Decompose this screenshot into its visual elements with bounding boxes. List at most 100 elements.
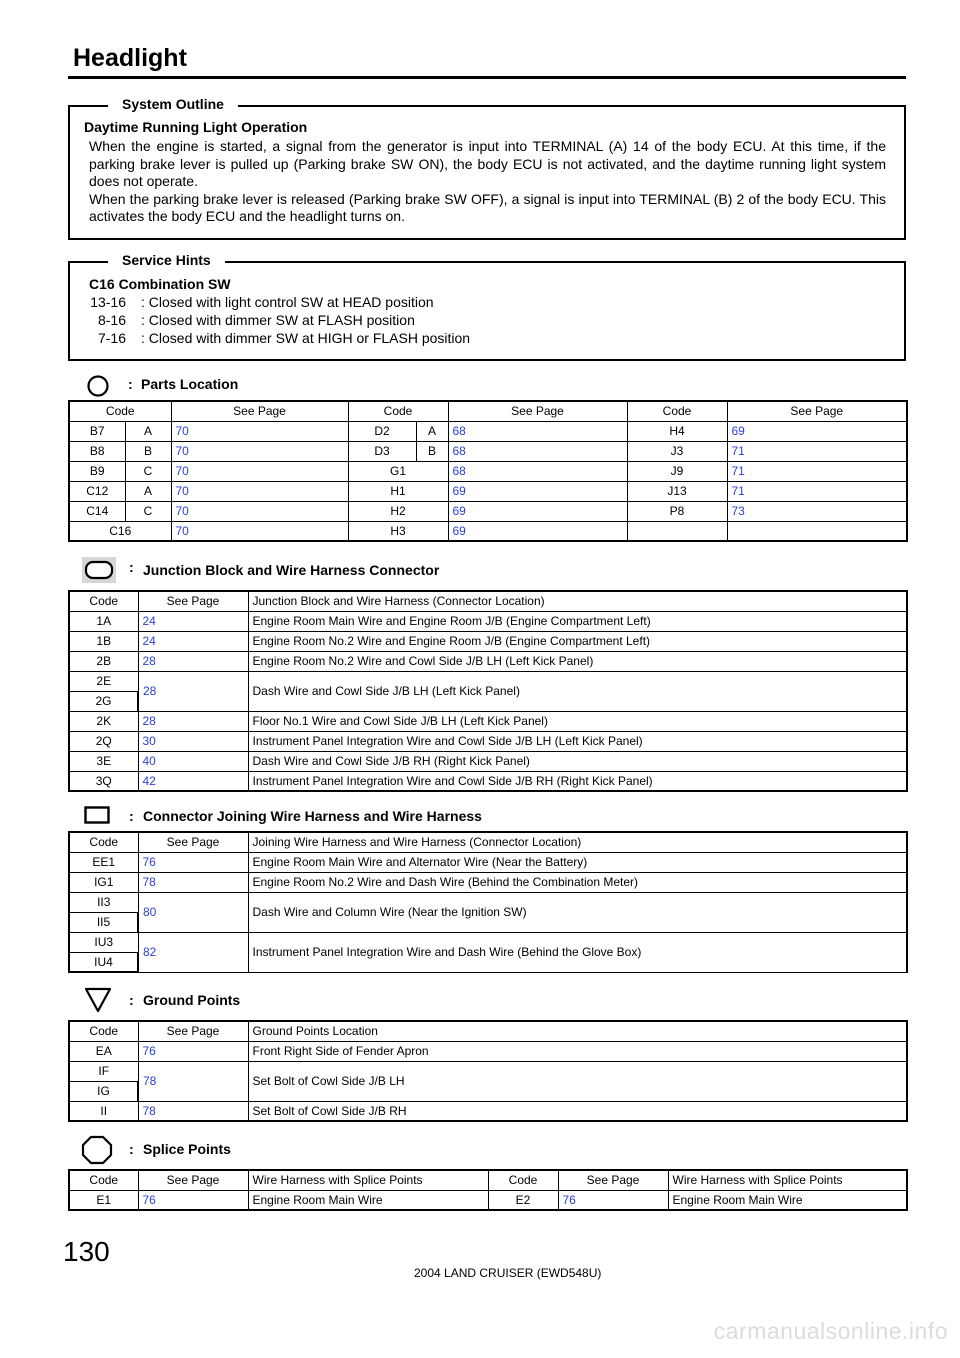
ground-location: Set Bolt of Cowl Side J/B RH (247, 1100, 908, 1122)
connector-location: Engine Room No.2 Wire and Engine Room J/… (247, 630, 908, 652)
service-hints-label: Service Hints (108, 252, 225, 268)
hint-description: : Closed with dimmer SW at FLASH positio… (141, 312, 415, 328)
page-link[interactable]: 70 (170, 420, 349, 442)
page-link[interactable]: 24 (137, 610, 249, 632)
hint-code: 13-16 (90, 294, 126, 310)
page-number: 130 (63, 1236, 110, 1267)
page-link[interactable]: 68 (447, 460, 628, 482)
page-link[interactable]: 76 (137, 851, 249, 873)
parts-location-circle-icon (87, 375, 109, 397)
page-link[interactable]: 69 (726, 420, 908, 442)
page-link[interactable]: 73 (726, 500, 908, 522)
connector-joining-title: Connector Joining Wire Harness and Wire … (143, 808, 482, 824)
page-link[interactable]: 69 (447, 520, 628, 542)
page-link[interactable] (726, 520, 908, 542)
table-row: IG (68, 1080, 907, 1102)
page-link[interactable]: 71 (726, 480, 908, 502)
column-header: Wire Harness with Splice Points (667, 1169, 908, 1191)
page-link[interactable]: 68 (447, 440, 628, 462)
column-header: Code (347, 400, 449, 422)
connector-code: II5 (68, 911, 139, 933)
table-row: B7 A 70 D2 A 68 H4 69 (68, 420, 908, 442)
column-header: Code (68, 400, 172, 422)
junction-block-colon: : (129, 559, 134, 575)
page-link[interactable]: 80 (137, 891, 249, 933)
page-link[interactable]: 78 (137, 871, 249, 893)
page-link[interactable]: 40 (137, 750, 249, 772)
page-link[interactable]: 69 (447, 500, 628, 522)
page-link[interactable]: 70 (170, 460, 349, 482)
table-row: E1 76 Engine Room Main Wire E2 76 Engine… (68, 1189, 908, 1211)
page-link[interactable]: 42 (137, 770, 249, 792)
column-header: See Page (557, 1169, 669, 1191)
connector-location: Engine Room No.2 Wire and Cowl Side J/B … (247, 650, 908, 672)
splice-points-table: Code See Page Wire Harness with Splice P… (68, 1169, 908, 1211)
ground-location: Front Right Side of Fender Apron (247, 1040, 908, 1062)
page-link[interactable]: 28 (137, 650, 249, 672)
splice-wire-harness: Engine Room Main Wire (667, 1189, 908, 1211)
column-header: Wire Harness with Splice Points (247, 1169, 489, 1191)
table-header-row: Code See Page Code See Page Code See Pag… (68, 400, 908, 422)
page-link[interactable]: 78 (137, 1100, 249, 1122)
connector-code: 2B (68, 650, 139, 672)
part-code: H3 (347, 520, 449, 542)
page-link[interactable]: 70 (170, 480, 349, 502)
page-link[interactable]: 76 (137, 1189, 249, 1211)
column-header: See Page (447, 400, 628, 422)
connector-code: IU4 (68, 951, 139, 973)
part-code: J9 (626, 460, 728, 482)
page-link[interactable]: 28 (137, 710, 249, 732)
column-header: See Page (726, 400, 908, 422)
page-link[interactable]: 78 (137, 1060, 249, 1102)
table-row: 2Q 30 Instrument Panel Integration Wire … (68, 730, 908, 752)
page-link[interactable]: 76 (137, 1040, 249, 1062)
connector-joining-rect-icon (84, 806, 110, 824)
part-subcode: C (124, 460, 172, 482)
page-link[interactable]: 30 (137, 730, 249, 752)
table-row: IU4 (68, 951, 907, 973)
ground-code: II (68, 1100, 139, 1122)
connector-code: 2K (68, 710, 139, 732)
page-link[interactable]: 69 (447, 480, 628, 502)
connector-code: 2E (68, 670, 139, 692)
hint-description: : Closed with light control SW at HEAD p… (141, 294, 434, 310)
part-code: B8 (68, 440, 126, 462)
column-header: See Page (137, 1020, 249, 1042)
table-row: II5 (68, 911, 907, 933)
footer-model: 2004 LAND CRUISER (EWD548U) (414, 1266, 602, 1280)
page-link[interactable]: 70 (170, 500, 349, 522)
splice-points-octagon-icon (81, 1135, 113, 1165)
column-header: Code (68, 590, 139, 612)
page-link[interactable]: 70 (170, 520, 349, 542)
page-link[interactable]: 24 (137, 630, 249, 652)
page-link[interactable]: 28 (137, 670, 249, 712)
connector-location: Dash Wire and Cowl Side J/B RH (Right Ki… (247, 750, 908, 772)
part-subcode: A (124, 420, 172, 442)
column-header: Junction Block and Wire Harness (Connect… (247, 590, 908, 612)
column-header: See Page (137, 590, 249, 612)
connector-joining-table: Code See Page Joining Wire Harness and W… (68, 831, 908, 973)
part-code: J3 (626, 440, 728, 462)
part-code (626, 520, 728, 542)
hint-code: 8-16 (97, 312, 126, 328)
part-code: C16 (68, 520, 172, 542)
table-row: 1A 24 Engine Room Main Wire and Engine R… (68, 610, 908, 632)
column-header: Code (626, 400, 728, 422)
table-header-row: Code See Page Ground Points Location (68, 1020, 908, 1042)
table-row: 3Q 42 Instrument Panel Integration Wire … (68, 770, 908, 792)
page-link[interactable]: 71 (726, 460, 908, 482)
page-link[interactable]: 70 (170, 440, 349, 462)
part-code: H1 (347, 480, 449, 502)
table-row: 3E 40 Dash Wire and Cowl Side J/B RH (Ri… (68, 750, 908, 772)
page-link[interactable]: 68 (447, 420, 628, 442)
connector-location: Floor No.1 Wire and Cowl Side J/B LH (Le… (247, 710, 908, 732)
page-link[interactable]: 71 (726, 440, 908, 462)
ground-location: Set Bolt of Cowl Side J/B LH (247, 1060, 908, 1102)
connector-location: Instrument Panel Integration Wire and Co… (247, 730, 908, 752)
table-row: C12 A 70 H1 69 J13 71 (68, 480, 908, 502)
hint-code: 7-16 (97, 330, 126, 346)
page-link[interactable]: 76 (557, 1189, 669, 1211)
ground-code: IF (68, 1060, 139, 1082)
page-link[interactable]: 82 (137, 931, 249, 973)
connector-code: 2G (68, 690, 139, 712)
